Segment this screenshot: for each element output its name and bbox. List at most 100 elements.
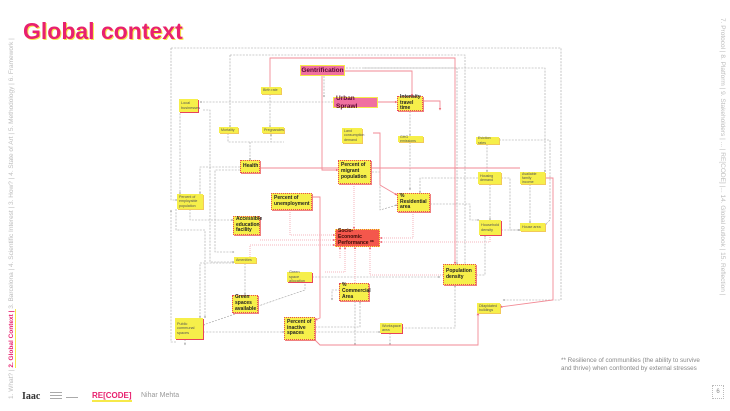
node-label: Socio-Economic Performance ** — [338, 228, 374, 246]
node-education[interactable]: Accessible education facility — [233, 216, 262, 235]
gray-link — [346, 67, 546, 173]
node-label: Pregnancies — [264, 127, 284, 132]
logo-divider — [66, 397, 78, 398]
gray-link — [372, 171, 398, 211]
node-house-area[interactable]: House area — [520, 223, 545, 231]
red-link — [420, 100, 442, 111]
node-label: % Residential area — [400, 192, 427, 211]
node-inactive[interactable]: Percent of inactive spaces — [284, 317, 315, 340]
node-mortality[interactable]: Mortality — [219, 127, 238, 133]
footnote: ** Resilience of communities (the abilit… — [561, 357, 700, 372]
node-commercial[interactable]: % Commercial Area — [339, 282, 371, 301]
node-ghg[interactable]: GHG emissions — [398, 134, 423, 143]
red-link — [314, 312, 480, 346]
author-name: Nihar Mehta — [141, 392, 180, 399]
gray-link — [419, 177, 478, 194]
node-housing-demand[interactable]: Housing demand — [478, 172, 501, 184]
node-pregnancies[interactable]: Pregnancies — [262, 127, 284, 133]
gray-link — [175, 209, 206, 319]
node-label: Percent of employable population — [179, 195, 198, 208]
gray-link — [170, 48, 178, 201]
node-label: Eviction rates — [478, 136, 491, 145]
gray-link — [214, 169, 240, 253]
red-link — [269, 57, 457, 265]
red-link — [499, 177, 554, 309]
red-link — [253, 159, 520, 169]
node-label: Urban Sprawl — [336, 95, 358, 110]
node-label: Amenities — [236, 257, 252, 262]
iaac-logo: Iaac — [22, 391, 41, 402]
node-label: Local businesses — [181, 101, 200, 110]
node-label: Workspace area — [382, 323, 401, 332]
node-label: Mortality — [221, 127, 235, 132]
node-dilapidated[interactable]: Dilapidated buildings — [477, 303, 500, 313]
red-dotted-link — [289, 210, 336, 237]
gray-link — [170, 209, 176, 343]
node-green-alloc[interactable]: Green space allocation — [287, 270, 312, 284]
node-label: Public communal spaces — [177, 321, 195, 335]
red-dotted-link — [379, 212, 414, 240]
node-label: Green spaces available — [235, 294, 257, 312]
gray-link — [501, 177, 521, 231]
node-employable[interactable]: Percent of employable population — [177, 194, 203, 209]
node-label: Housing demand — [480, 173, 494, 182]
node-migrant[interactable]: Percent of migrant population — [338, 160, 371, 184]
node-urban-sprawl[interactable]: Urban Sprawl — [333, 95, 378, 110]
node-eviction[interactable]: Eviction rates — [476, 136, 499, 145]
node-local-businesses[interactable]: Local businesses — [179, 99, 200, 112]
node-workspace[interactable]: Workspace area — [380, 323, 402, 333]
gray-link — [189, 209, 234, 221]
node-label: Population density — [446, 267, 472, 280]
gray-link — [230, 54, 466, 269]
node-household-density[interactable]: Household density — [479, 220, 501, 235]
gray-link — [315, 300, 361, 328]
gray-link — [171, 47, 562, 301]
gray-link — [199, 166, 240, 195]
recode-brand: RE[CODE] — [92, 391, 132, 402]
red-link — [312, 196, 321, 321]
node-intensity-travel[interactable]: Intensity travel time — [397, 93, 423, 112]
node-residential[interactable]: % Residential area — [397, 193, 430, 212]
red-link — [321, 76, 339, 172]
node-label: House area — [522, 224, 541, 229]
node-label: GHG emissions — [400, 134, 416, 143]
node-label: Percent of inactive spaces — [287, 318, 312, 337]
iaac-logo-lines — [50, 392, 62, 401]
gray-link — [199, 262, 234, 319]
gray-link — [476, 234, 486, 276]
red-link — [345, 70, 414, 97]
gray-link — [203, 109, 235, 263]
node-label: Percent of migrant population — [341, 162, 367, 180]
gray-link — [499, 139, 551, 226]
gray-link — [227, 133, 284, 143]
node-land-consumption[interactable]: Land consumption demand — [342, 128, 365, 143]
node-public-communal[interactable]: Public communal spaces — [175, 318, 203, 339]
red-dotted-links — [249, 184, 491, 283]
node-label: Health — [243, 162, 259, 169]
gray-link — [364, 67, 458, 265]
node-amenities[interactable]: Amenities — [234, 257, 256, 263]
node-label: Household density — [481, 223, 500, 232]
node-label: Gentrification — [301, 66, 344, 74]
node-family-income[interactable]: Available family income — [520, 172, 545, 184]
page-title: Global context — [23, 18, 183, 44]
node-population-density[interactable]: Population density — [443, 264, 476, 285]
node-unemployment[interactable]: Percent of unemployment — [271, 193, 312, 210]
gray-link — [402, 284, 456, 329]
node-label: Land consumption demand — [344, 129, 365, 142]
node-birth-rate[interactable]: Birth rate — [261, 87, 281, 94]
red-dotted-link — [249, 243, 336, 257]
node-socio-economic[interactable]: Socio-Economic Performance ** — [335, 228, 380, 247]
gray-link — [331, 289, 369, 301]
node-label: Green space allocation — [289, 270, 306, 284]
gray-link — [430, 203, 480, 221]
node-label: Birth rate — [263, 88, 278, 93]
node-health[interactable]: Health — [240, 160, 260, 173]
red-dotted-link — [379, 235, 491, 244]
node-label: Dilapidated buildings — [479, 303, 497, 312]
node-label: Percent of unemployment — [274, 194, 310, 207]
node-label: Intensity travel time — [400, 93, 421, 112]
node-green-available[interactable]: Green spaces available — [232, 294, 258, 313]
node-gentrification[interactable]: Gentrification — [300, 65, 345, 76]
